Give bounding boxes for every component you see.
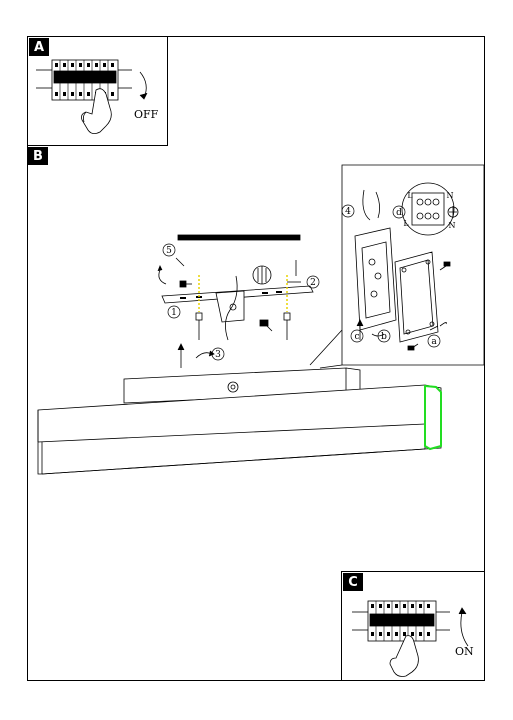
breaker-panel-c [352, 600, 469, 677]
callout-1: 1 [171, 308, 177, 318]
detail-letter-c: c [354, 332, 359, 342]
bracket-assembly [157, 234, 314, 368]
detail-letter-d: d [396, 208, 402, 218]
light-fixture [37, 367, 442, 475]
connection-detail [309, 164, 485, 369]
terminal-label-l-bottom: L [403, 219, 409, 228]
breaker-panel-a [36, 59, 148, 134]
step-c-badge: C [343, 573, 363, 591]
callout-3: 3 [215, 350, 221, 360]
callout-4: 4 [345, 207, 351, 217]
terminal-label-n-bottom: N [449, 221, 456, 230]
step-c-switch-label: ON [455, 645, 474, 658]
step-a-switch-label: OFF [134, 108, 159, 121]
instruction-sheet-frame [27, 36, 485, 681]
callout-5: 5 [166, 246, 172, 256]
end-cap-highlight [424, 384, 442, 451]
detail-letter-b: b [381, 332, 387, 342]
detail-letter-a: a [431, 337, 437, 347]
callout-circles [162, 204, 441, 361]
step-a-badge: A [29, 38, 49, 56]
callout-2: 2 [310, 278, 316, 288]
terminal-label-l-top: L [407, 191, 413, 200]
terminal-label-n-top: N [447, 191, 454, 200]
step-b-badge: B [28, 147, 48, 165]
